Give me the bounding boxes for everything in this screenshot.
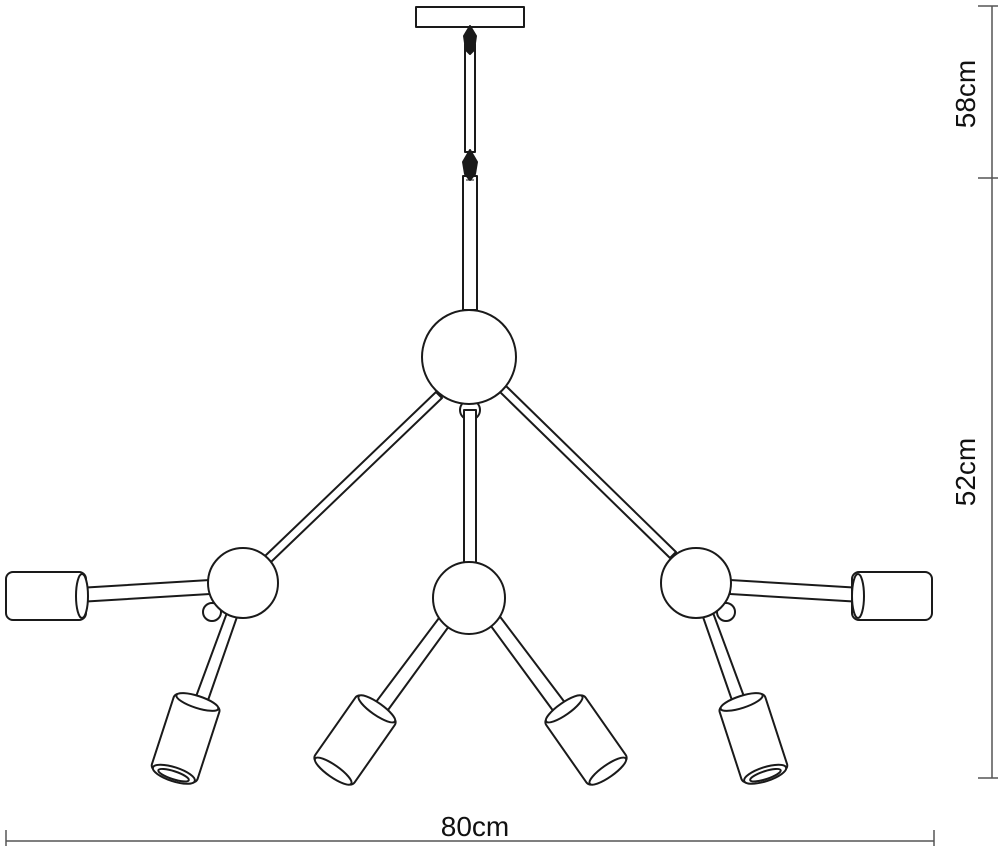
right-arm-cluster: [660, 547, 933, 785]
socket-center-right: [544, 694, 628, 786]
socket-right-outer: [851, 571, 933, 621]
socket-left-lower: [150, 692, 221, 785]
socket-left-outer: [5, 571, 89, 621]
rod-connector-lower: [462, 149, 478, 181]
socket-right-lower: [718, 692, 789, 785]
cord-length-label: 58cm: [950, 60, 981, 128]
central-hub-sphere: [421, 309, 517, 405]
fixture-width-label: 80cm: [441, 811, 509, 842]
main-arms: [264, 385, 677, 565]
dimension-line-vertical: [978, 5, 998, 779]
socket-center-left: [313, 694, 397, 786]
ceiling-canopy: [415, 6, 525, 28]
rod-connector-upper: [463, 25, 477, 55]
fixture-height-label: 52cm: [950, 438, 981, 506]
dimension-line-horizontal: [5, 830, 935, 846]
left-arm-cluster: [5, 547, 279, 785]
center-arm-cluster: [313, 561, 628, 786]
